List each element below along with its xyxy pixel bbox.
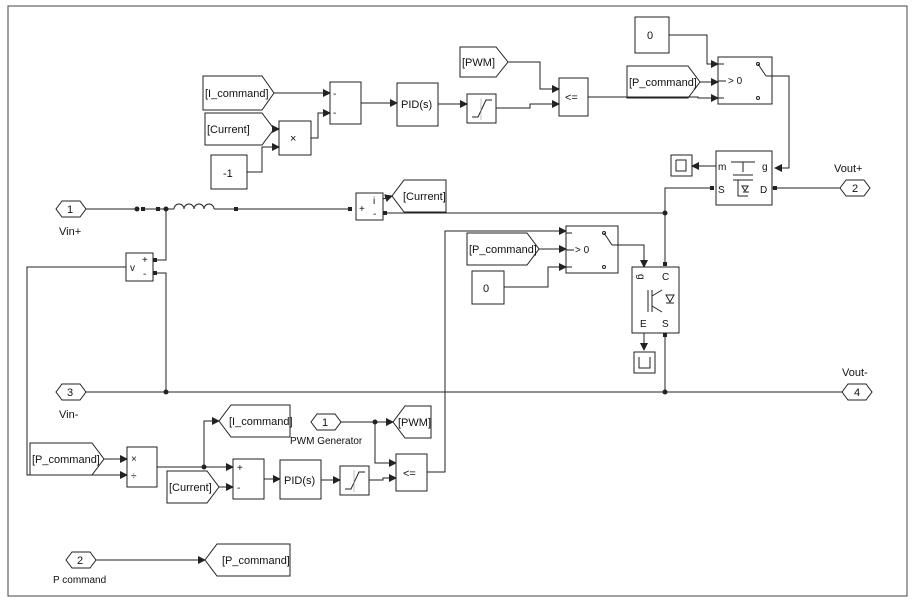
switch-mid-label: > 0 [575,245,590,256]
igbt-s-label: S [662,319,669,330]
outport-vout-plus-label: Vout+ [834,163,862,175]
divide-block[interactable]: × ÷ [126,446,158,488]
mosfet-d-label: D [760,185,767,196]
outport-vout-minus-label: Vout- [842,367,868,379]
from-tag-p-command-top[interactable]: [P_command] [626,65,701,99]
constant-zero-top-label: 0 [647,30,653,42]
from-tag-current-bottom[interactable]: [Current] [166,470,220,504]
current-meas-i: i [373,196,375,207]
current-measurement[interactable]: + i - [355,192,384,221]
constant-zero-mid-label: 0 [483,283,489,295]
from-tag-p-command-mid-label: [P_command] [469,244,537,256]
from-tag-pwm-top[interactable]: [PWM] [459,46,509,78]
relational-le-top[interactable]: <= [558,77,589,117]
outport-vout-plus[interactable]: 2 Vout+ [834,163,871,197]
inport-p-command[interactable]: 2 P command [53,551,106,586]
switch-top-label: > 0 [728,76,743,87]
switch-block-mid[interactable]: > 0 [565,225,619,274]
goto-tag-p-command-label: [P_command] [222,555,290,567]
outport-vout-minus[interactable]: 4 Vout- [841,367,873,401]
inport-pwm-generator-num: 1 [322,417,328,429]
sum-block-top[interactable]: - - [329,81,362,125]
goto-tag-pwm-label: [PWM] [398,417,431,429]
relational-le-top-label: <= [565,92,578,104]
saturation-block-bottom[interactable] [339,465,370,496]
sum-top-minus1: - [333,89,336,100]
goto-tag-i-command-label: [I_command] [229,416,293,428]
inport-vin-plus-label: Vin+ [59,226,81,238]
goto-tag-i-command[interactable]: [I_command] [218,404,293,438]
outport-vout-minus-num: 4 [854,387,860,399]
sum-block-bottom[interactable]: + - [232,458,265,500]
goto-tag-current[interactable]: [Current] [391,179,447,213]
voltage-measurement[interactable]: v + - [125,252,154,282]
sum-bottom-plus: + [237,463,243,474]
from-tag-current-top[interactable]: [Current] [204,112,275,146]
igbt-block[interactable]: g C E S [631,266,680,334]
voltage-meas-v: v [130,263,135,274]
voltage-meas-minus: - [143,269,146,280]
constant-neg-one-label: -1 [223,168,233,180]
inport-p-command-label: P command [53,575,106,586]
mosfet-g-label: g [762,162,768,173]
relational-le-bottom[interactable]: <= [395,453,428,492]
terminator-mosfet-m[interactable] [670,154,693,177]
from-tag-current-bottom-label: [Current] [169,482,212,494]
pid-block-top-label: PID(s) [401,99,432,111]
inport-p-command-num: 2 [77,555,83,567]
pid-block-bottom[interactable]: PID(s) [279,459,322,500]
from-tag-p-command-bottom-label: [P_command] [32,454,100,466]
goto-tag-p-command[interactable]: [P_command] [204,543,291,577]
inport-pwm-generator[interactable]: 1 PWM Generator [290,413,363,447]
sum-bottom-minus: - [237,483,240,494]
inductor[interactable] [173,203,215,210]
from-tag-pwm-top-label: [PWM] [462,57,495,69]
saturation-block-top[interactable] [466,93,497,124]
goto-tag-current-label: [Current] [403,191,446,203]
inport-vin-minus[interactable]: 3 Vin- [55,383,87,421]
divide-mul-label: × [131,454,137,465]
mosfet-block[interactable]: m g S D [715,150,773,206]
goto-tag-pwm[interactable]: [PWM] [392,405,432,439]
from-tag-i-command-top-label: [I_command] [205,88,269,100]
voltage-meas-plus: + [142,255,148,266]
igbt-c-label: C [662,272,669,283]
product-block-top[interactable]: × [278,120,312,156]
from-tag-p-command-top-label: [P_command] [629,77,697,89]
outport-vout-plus-num: 2 [852,183,858,195]
inport-vin-plus-num: 1 [67,204,73,216]
constant-zero-mid[interactable]: 0 [471,270,505,305]
mosfet-m-label: m [718,162,726,173]
pid-block-bottom-label: PID(s) [284,475,315,487]
from-tag-i-command-top[interactable]: [I_command] [202,75,275,111]
igbt-g-label: g [635,274,646,280]
inport-vin-minus-label: Vin- [59,409,79,421]
from-tag-p-command-bottom[interactable]: [P_command] [29,442,105,476]
switch-block-top[interactable]: > 0 [717,56,773,105]
inport-pwm-generator-label: PWM Generator [290,436,363,447]
inport-vin-plus[interactable]: 1 Vin+ [55,200,87,238]
diagram-frame [7,5,908,597]
constant-zero-top[interactable]: 0 [634,16,670,54]
pid-block-top[interactable]: PID(s) [396,82,439,127]
mosfet-s-label: S [718,185,725,196]
igbt-e-label: E [640,319,647,330]
product-block-top-label: × [290,133,296,145]
relational-le-bottom-label: <= [403,468,416,480]
divide-div-label: ÷ [131,471,137,482]
inport-vin-minus-num: 3 [67,387,73,399]
current-meas-plus: + [359,204,365,215]
terminator-igbt-m[interactable] [633,351,656,374]
from-tag-p-command-mid[interactable]: [P_command] [466,232,540,266]
current-meas-minus: - [373,209,376,220]
sum-top-minus2: - [333,108,336,119]
constant-neg-one[interactable]: -1 [210,154,248,190]
from-tag-current-top-label: [Current] [207,124,250,136]
